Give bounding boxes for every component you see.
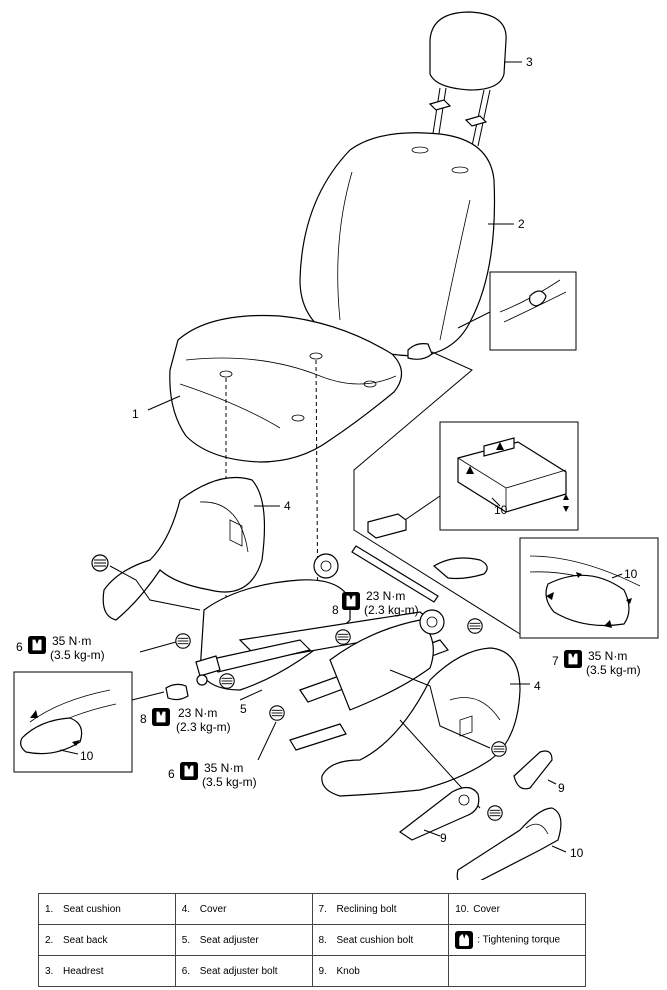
leader-6a bbox=[139, 641, 177, 653]
cover-clip bbox=[367, 513, 407, 539]
cover-bottom-right bbox=[456, 807, 562, 880]
callout-10b: 10 bbox=[624, 567, 638, 581]
torque-35b-kg: (3.5 kg-m) bbox=[586, 663, 641, 677]
callout-6a: 6 bbox=[16, 640, 23, 654]
detail-box-hook bbox=[457, 271, 577, 351]
wrench-icon-8a bbox=[342, 592, 360, 610]
callout-5: 5 bbox=[240, 702, 247, 716]
legend-cell: 10.Cover bbox=[448, 893, 586, 925]
legend-row: 3.Headrest 6.Seat adjuster bolt 9.Knob bbox=[38, 955, 586, 987]
callout-9b: 9 bbox=[440, 831, 447, 845]
legend-cell bbox=[448, 955, 586, 987]
legend-cell: 3.Headrest bbox=[38, 955, 176, 987]
callout-10c: 10 bbox=[80, 749, 94, 763]
callout-1: 1 bbox=[132, 407, 139, 421]
torque-35b-nm: 35 N·m bbox=[588, 649, 627, 663]
parts-legend-table: 1.Seat cushion 4.Cover 7.Reclining bolt … bbox=[38, 893, 586, 987]
legend-cell-torque: : Tightening torque bbox=[448, 924, 586, 956]
callout-7: 7 bbox=[552, 654, 559, 668]
detail-box-cover-right bbox=[519, 537, 659, 639]
headrest bbox=[428, 11, 507, 147]
callout-8b: 8 bbox=[140, 712, 147, 726]
bolt-icon-6a bbox=[175, 633, 191, 649]
leader-10b bbox=[611, 573, 623, 579]
torque-23b-nm: 23 N·m bbox=[178, 706, 217, 720]
legend-row: 2.Seat back 5.Seat adjuster 8.Seat cushi… bbox=[38, 924, 586, 956]
torque-23a-kg: (2.3 kg-m) bbox=[364, 603, 419, 617]
detail-box-cover-left bbox=[13, 671, 165, 773]
legend-cell: 5.Seat adjuster bbox=[174, 924, 313, 956]
screw-icon-left bbox=[91, 554, 109, 572]
callout-4a: 4 bbox=[284, 499, 291, 513]
lever-part bbox=[432, 557, 488, 580]
cover-plug bbox=[165, 683, 189, 701]
callout-6b: 6 bbox=[168, 767, 175, 781]
callout-10d: 10 bbox=[570, 846, 584, 860]
callout-9a: 9 bbox=[558, 781, 565, 795]
legend-cell: 4.Cover bbox=[174, 893, 313, 925]
leader-9b bbox=[423, 829, 441, 837]
bolt-icon-8b-top bbox=[219, 673, 235, 689]
screw-icon-knob bbox=[487, 805, 503, 821]
knob bbox=[513, 750, 553, 790]
wrench-icon-6b bbox=[180, 762, 198, 780]
seat-exploded-diagram: 3 2 1 bbox=[13, 11, 659, 880]
bolt-icon-8a bbox=[335, 629, 351, 645]
leader-10c bbox=[59, 749, 79, 755]
bolt-icon-7 bbox=[467, 618, 483, 634]
seat-cushion bbox=[169, 314, 403, 463]
leader-bolt-left bbox=[109, 565, 201, 611]
wrench-icon-legend bbox=[455, 931, 474, 949]
leader-9a bbox=[547, 779, 557, 785]
torque-23a-nm: 23 N·m bbox=[366, 589, 405, 603]
screw-icon-right bbox=[491, 741, 507, 757]
wrench-icon-7 bbox=[564, 650, 582, 668]
lever bbox=[398, 786, 480, 841]
cover-left bbox=[102, 476, 266, 621]
detail-box-cover bbox=[401, 421, 579, 531]
legend-cell: 6.Seat adjuster bolt bbox=[174, 955, 313, 987]
leader-6b bbox=[257, 721, 277, 761]
legend-cell: 8.Seat cushion bolt bbox=[311, 924, 450, 956]
legend-cell: 1.Seat cushion bbox=[38, 893, 176, 925]
leader-seatback-to-cover bbox=[353, 351, 521, 635]
legend-row: 1.Seat cushion 4.Cover 7.Reclining bolt … bbox=[38, 893, 586, 925]
callout-10a: 10 bbox=[494, 503, 508, 517]
callout-2: 2 bbox=[518, 217, 525, 231]
bolt-icon-6b bbox=[269, 705, 285, 721]
torque-35a-kg: (3.5 kg-m) bbox=[50, 648, 105, 662]
legend-cell: 2.Seat back bbox=[38, 924, 176, 956]
seat-back bbox=[299, 132, 496, 360]
wrench-icon-8b bbox=[152, 708, 170, 726]
callout-3: 3 bbox=[526, 55, 533, 69]
legend-cell: 9.Knob bbox=[311, 955, 450, 987]
wrench-icon-6a bbox=[28, 636, 46, 654]
legend-cell: 7.Reclining bolt bbox=[311, 893, 450, 925]
rail-bar bbox=[351, 545, 439, 603]
torque-35c-nm: 35 N·m bbox=[204, 761, 243, 775]
leader-5 bbox=[239, 689, 263, 701]
leader-cover-right bbox=[389, 669, 491, 749]
leader-10a bbox=[491, 497, 501, 507]
callout-4b: 4 bbox=[534, 679, 541, 693]
leader-1 bbox=[147, 395, 181, 411]
torque-23b-kg: (2.3 kg-m) bbox=[176, 720, 231, 734]
torque-35c-kg: (3.5 kg-m) bbox=[202, 775, 257, 789]
cover-right bbox=[321, 647, 521, 797]
callout-8a: 8 bbox=[332, 603, 339, 617]
leader-10d bbox=[551, 845, 567, 853]
torque-35a-nm: 35 N·m bbox=[52, 634, 91, 648]
